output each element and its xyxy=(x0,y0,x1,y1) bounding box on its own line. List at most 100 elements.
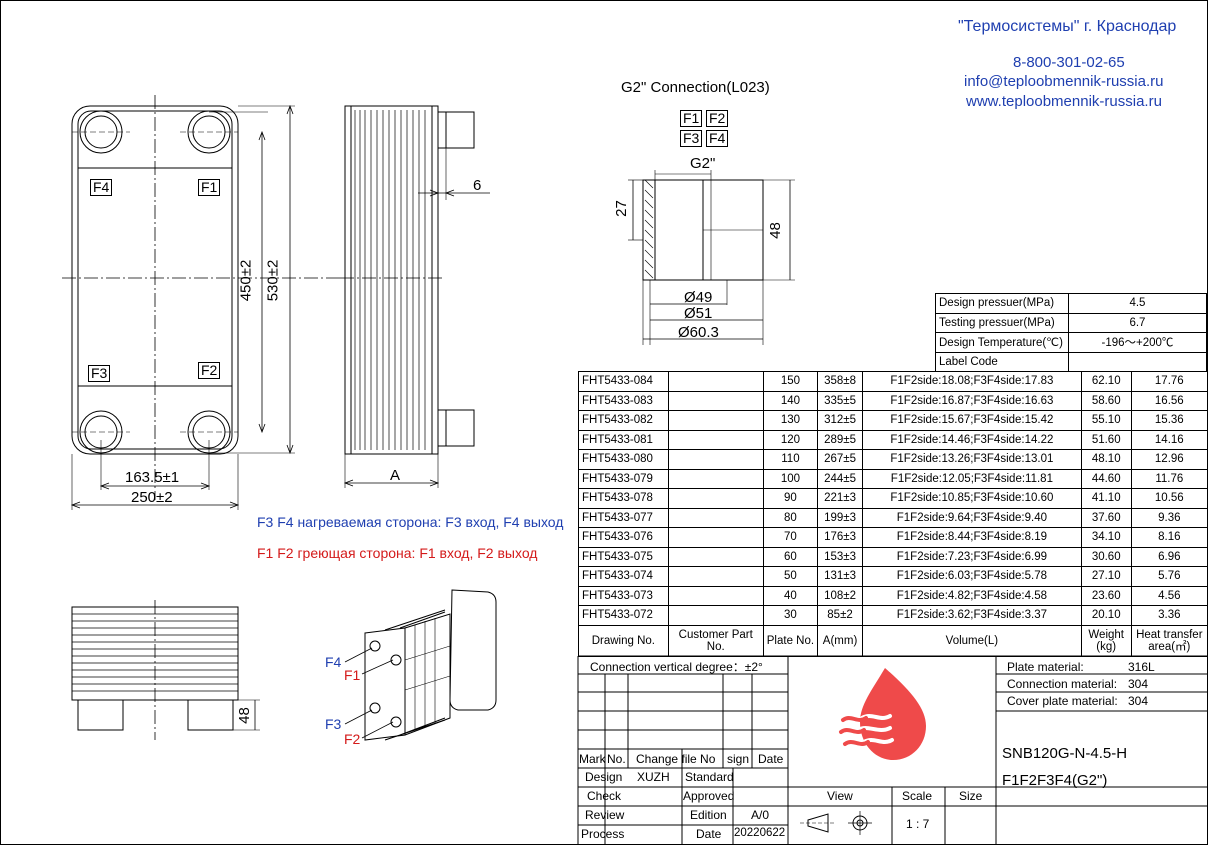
model-volume: F1F2side:10.85;F3F4side:10.60 xyxy=(861,488,1082,509)
model-plate-no: 120 xyxy=(762,429,819,450)
iso-label-f2: F2 xyxy=(344,731,361,747)
tb-sign: sign xyxy=(727,752,750,766)
model-drawing-no: FHT5433-082 xyxy=(578,410,669,431)
tb-approved: Approved xyxy=(683,789,735,803)
model-volume: F1F2side:6.03;F3F4side:5.78 xyxy=(861,566,1082,587)
model-weight: 20.10 xyxy=(1080,605,1132,626)
tb-scale: Scale xyxy=(902,789,933,803)
model-a-mm: 108±2 xyxy=(817,585,863,606)
company-phone[interactable]: 8-800-301-02-65 xyxy=(1013,54,1125,71)
thread-label: G2" xyxy=(690,155,716,172)
model-a-mm: 221±3 xyxy=(817,488,863,509)
model-volume: F1F2side:16.87;F3F4side:16.63 xyxy=(861,390,1082,411)
front-port-f3: F3 xyxy=(88,365,111,382)
header-volume: Volume(L) xyxy=(861,624,1082,657)
model-weight: 48.10 xyxy=(1080,449,1132,470)
model-drawing-no: FHT5433-075 xyxy=(578,546,669,567)
model-drawing-no: FHT5433-074 xyxy=(578,566,669,587)
model-customer-part xyxy=(667,488,764,509)
model-customer-part xyxy=(667,410,764,431)
port-box-f2: F2 xyxy=(706,110,729,127)
design-row: Testing pressuer(MPa)6.7 xyxy=(935,312,1208,333)
cover-material-value: 304 xyxy=(1128,694,1149,708)
model-customer-part xyxy=(667,468,764,489)
tb-review: Review xyxy=(585,808,625,822)
model-area: 3.36 xyxy=(1130,605,1209,626)
design-value: 6.7 xyxy=(1067,312,1208,333)
model-a-mm: 199±3 xyxy=(817,507,863,528)
connection-detail xyxy=(628,170,795,345)
model-volume: F1F2side:4.82;F3F4side:4.58 xyxy=(861,585,1082,606)
tb-date: Date xyxy=(758,752,784,766)
tb-size: Size xyxy=(959,789,983,803)
model-area: 12.96 xyxy=(1130,449,1209,470)
dim-dia51: Ø51 xyxy=(684,305,713,322)
model-weight: 30.60 xyxy=(1080,546,1132,567)
model-customer-part xyxy=(667,390,764,411)
tb-edition-label: Edition xyxy=(690,808,727,822)
dim-163: 163.5±1 xyxy=(125,469,180,486)
front-port-f2: F2 xyxy=(198,362,221,379)
dim-530: 530±2 xyxy=(264,259,282,302)
model-weight: 23.60 xyxy=(1080,585,1132,606)
tb-check: Check xyxy=(587,789,622,803)
tb-process: Process xyxy=(581,827,625,841)
design-value: 4.5 xyxy=(1067,293,1208,314)
model-weight: 27.10 xyxy=(1080,566,1132,587)
model-weight: 55.10 xyxy=(1080,410,1132,431)
design-row: Design pressuer(MPa)4.5 xyxy=(935,293,1208,314)
model-area: 15.36 xyxy=(1130,410,1209,431)
tb-design: Design xyxy=(585,770,623,784)
model-plate-no: 150 xyxy=(762,371,819,392)
model-area: 17.76 xyxy=(1130,371,1209,392)
model-a-mm: 131±3 xyxy=(817,566,863,587)
model-weight: 58.60 xyxy=(1080,390,1132,411)
company-website[interactable]: www.teploobmennik-russia.ru xyxy=(966,93,1162,110)
company-email[interactable]: info@teploobmennik-russia.ru xyxy=(964,73,1164,90)
model-customer-part xyxy=(667,605,764,626)
tb-view: View xyxy=(827,789,853,803)
model-customer-part xyxy=(667,546,764,567)
front-port-f4: F4 xyxy=(90,179,113,196)
plate-material-value: 316L xyxy=(1128,660,1155,674)
design-params-table: Design pressuer(MPa)4.5 Testing pressuer… xyxy=(935,293,1208,372)
iso-label-f1: F1 xyxy=(344,667,361,683)
dim-48-connection: 48 xyxy=(766,222,784,239)
model-weight: 37.60 xyxy=(1080,507,1132,528)
model-customer-part xyxy=(667,566,764,587)
connection-material-label: Connection material: xyxy=(1007,677,1118,691)
design-row: Label Code xyxy=(935,351,1208,372)
model-area: 5.76 xyxy=(1130,566,1209,587)
model-a-mm: 267±5 xyxy=(817,449,863,470)
model-a-mm: 85±2 xyxy=(817,605,863,626)
model-volume: F1F2side:8.44;F3F4side:8.19 xyxy=(861,527,1082,548)
model-plate-no: 70 xyxy=(762,527,819,548)
header-area: Heat transfer area(㎡) xyxy=(1130,624,1209,657)
model-volume: F1F2side:18.08;F3F4side:17.83 xyxy=(861,371,1082,392)
model-drawing-no: FHT5433-080 xyxy=(578,449,669,470)
dim-27: 27 xyxy=(612,200,630,217)
models-header-row: Drawing No. Customer Part No. Plate No. … xyxy=(578,624,1209,657)
header-drawing-no: Drawing No. xyxy=(578,624,669,657)
note-heating-side: F1 F2 греющая сторона: F1 вход, F2 выход xyxy=(257,545,538,561)
header-a-mm: A(mm) xyxy=(817,624,863,657)
product-ports: F1F2F3F4(G2") xyxy=(1002,772,1108,789)
model-drawing-no: FHT5433-081 xyxy=(578,429,669,450)
design-value: -196～+200℃ xyxy=(1067,332,1208,353)
model-volume: F1F2side:3.62;F3F4side:3.37 xyxy=(861,605,1082,626)
model-plate-no: 30 xyxy=(762,605,819,626)
dim-a: A xyxy=(390,467,401,484)
connection-material-value: 304 xyxy=(1128,677,1149,691)
model-volume: F1F2side:14.46;F3F4side:14.22 xyxy=(861,429,1082,450)
model-a-mm: 312±5 xyxy=(817,410,863,431)
model-plate-no: 130 xyxy=(762,410,819,431)
model-weight: 44.60 xyxy=(1080,468,1132,489)
dim-450: 450±2 xyxy=(237,259,255,302)
header-customer-part: Customer Part No. xyxy=(667,624,764,657)
